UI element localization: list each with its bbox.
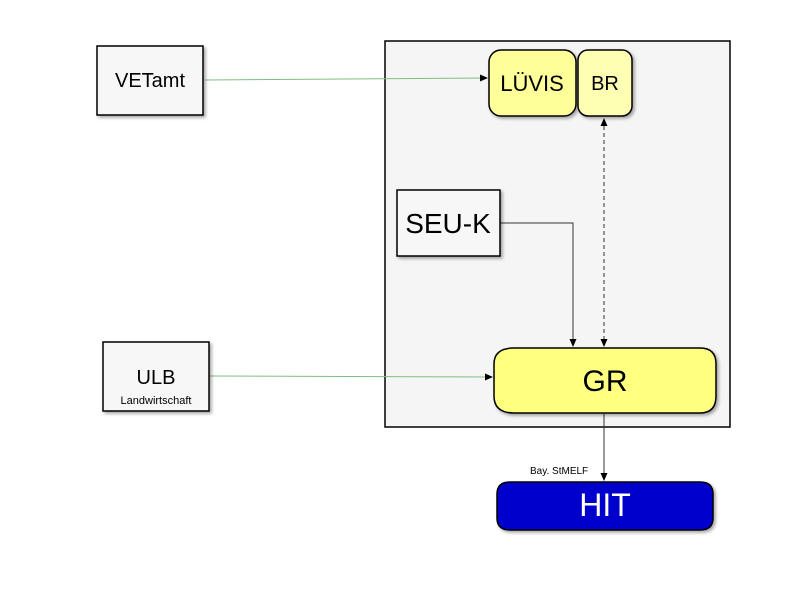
ulb-label: ULB — [137, 367, 176, 389]
node-ulb[interactable]: ULB Landwirtschaft — [102, 341, 210, 412]
br-label: BR — [591, 73, 619, 95]
seuk-label: SEU-K — [405, 208, 491, 239]
node-br[interactable]: BR — [577, 49, 633, 117]
node-vetamt[interactable]: VETamt — [96, 45, 204, 116]
edge-vetamt-luevis — [204, 74, 488, 82]
node-gr[interactable]: GR — [493, 347, 717, 414]
edge-ulb-gr — [209, 373, 493, 381]
hit-label: HIT — [579, 487, 631, 523]
luevis-label: LÜVIS — [500, 71, 564, 96]
node-hit[interactable]: HIT — [496, 481, 714, 531]
gr-label: GR — [583, 365, 628, 398]
edge-seuk-gr — [500, 222, 577, 347]
node-luevis[interactable]: LÜVIS — [488, 49, 577, 117]
edge-label-bay-stmelf: Bay. StMELF — [530, 466, 588, 477]
ulb-sublabel: Landwirtschaft — [121, 395, 192, 407]
node-seuk[interactable]: SEU-K — [396, 189, 501, 257]
vetamt-label: VETamt — [115, 70, 185, 92]
